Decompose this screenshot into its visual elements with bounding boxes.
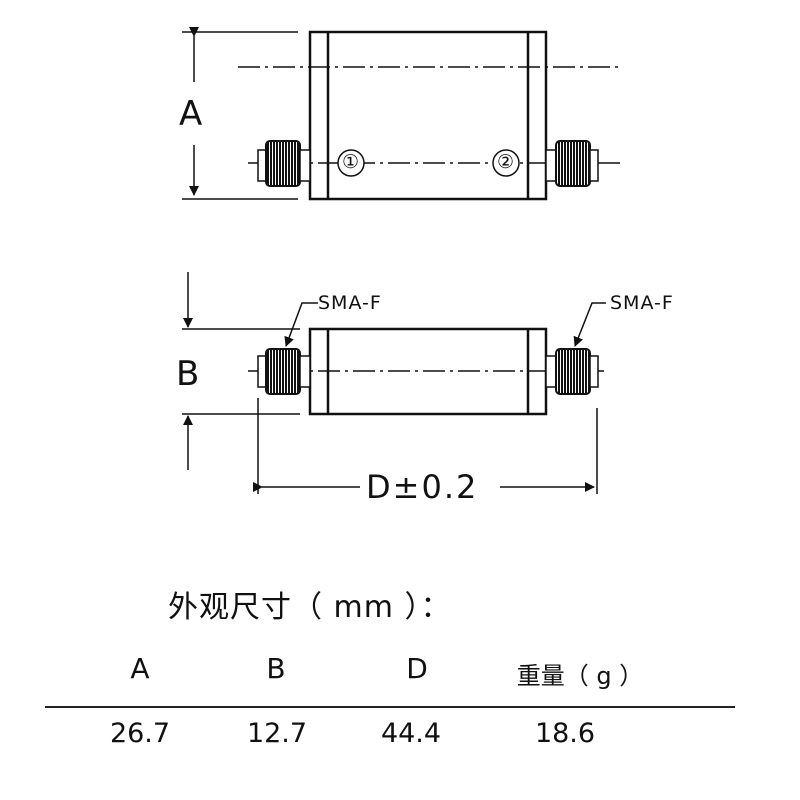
dimension-label-a: A — [179, 94, 203, 134]
header-a: A — [130, 652, 150, 685]
header-d: D — [406, 652, 428, 685]
top-view — [182, 27, 620, 201]
value-b: 12.7 — [246, 718, 308, 749]
value-weight: 18.6 — [534, 718, 596, 749]
port-2-label: ② — [497, 151, 515, 173]
side-view — [182, 272, 606, 494]
header-weight: 重量（ g ） — [516, 662, 644, 690]
value-d: 44.4 — [380, 718, 442, 749]
connector-label-right: SMA-F — [610, 292, 674, 314]
header-b: B — [266, 652, 286, 685]
port-1-label: ① — [342, 151, 360, 173]
table-title: 外观尺寸（ mm ）： — [168, 590, 452, 625]
dimension-label-d: D±0.2 — [360, 468, 485, 506]
connector-label-left: SMA-F — [318, 292, 382, 314]
dimension-label-b: B — [176, 354, 200, 394]
value-a: 26.7 — [109, 718, 171, 749]
table-divider — [45, 706, 735, 708]
